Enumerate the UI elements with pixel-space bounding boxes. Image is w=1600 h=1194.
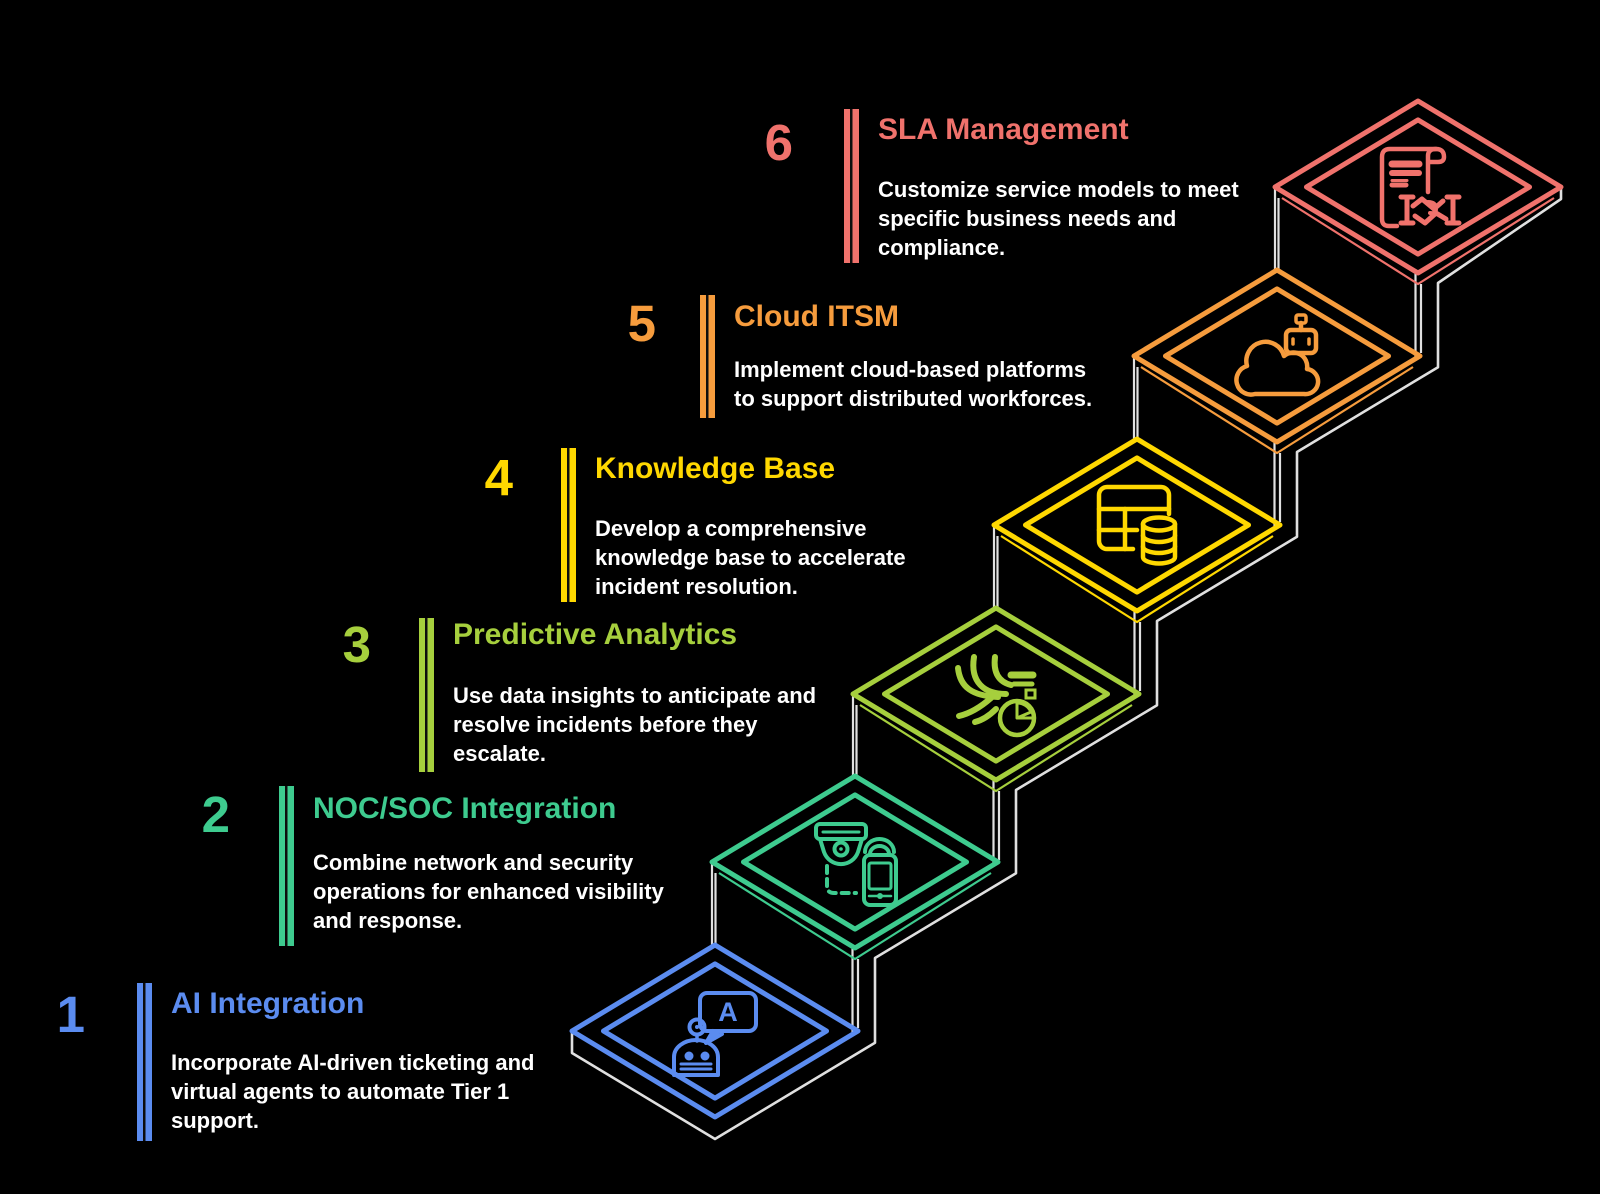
svg-text:A: A — [718, 997, 738, 1027]
